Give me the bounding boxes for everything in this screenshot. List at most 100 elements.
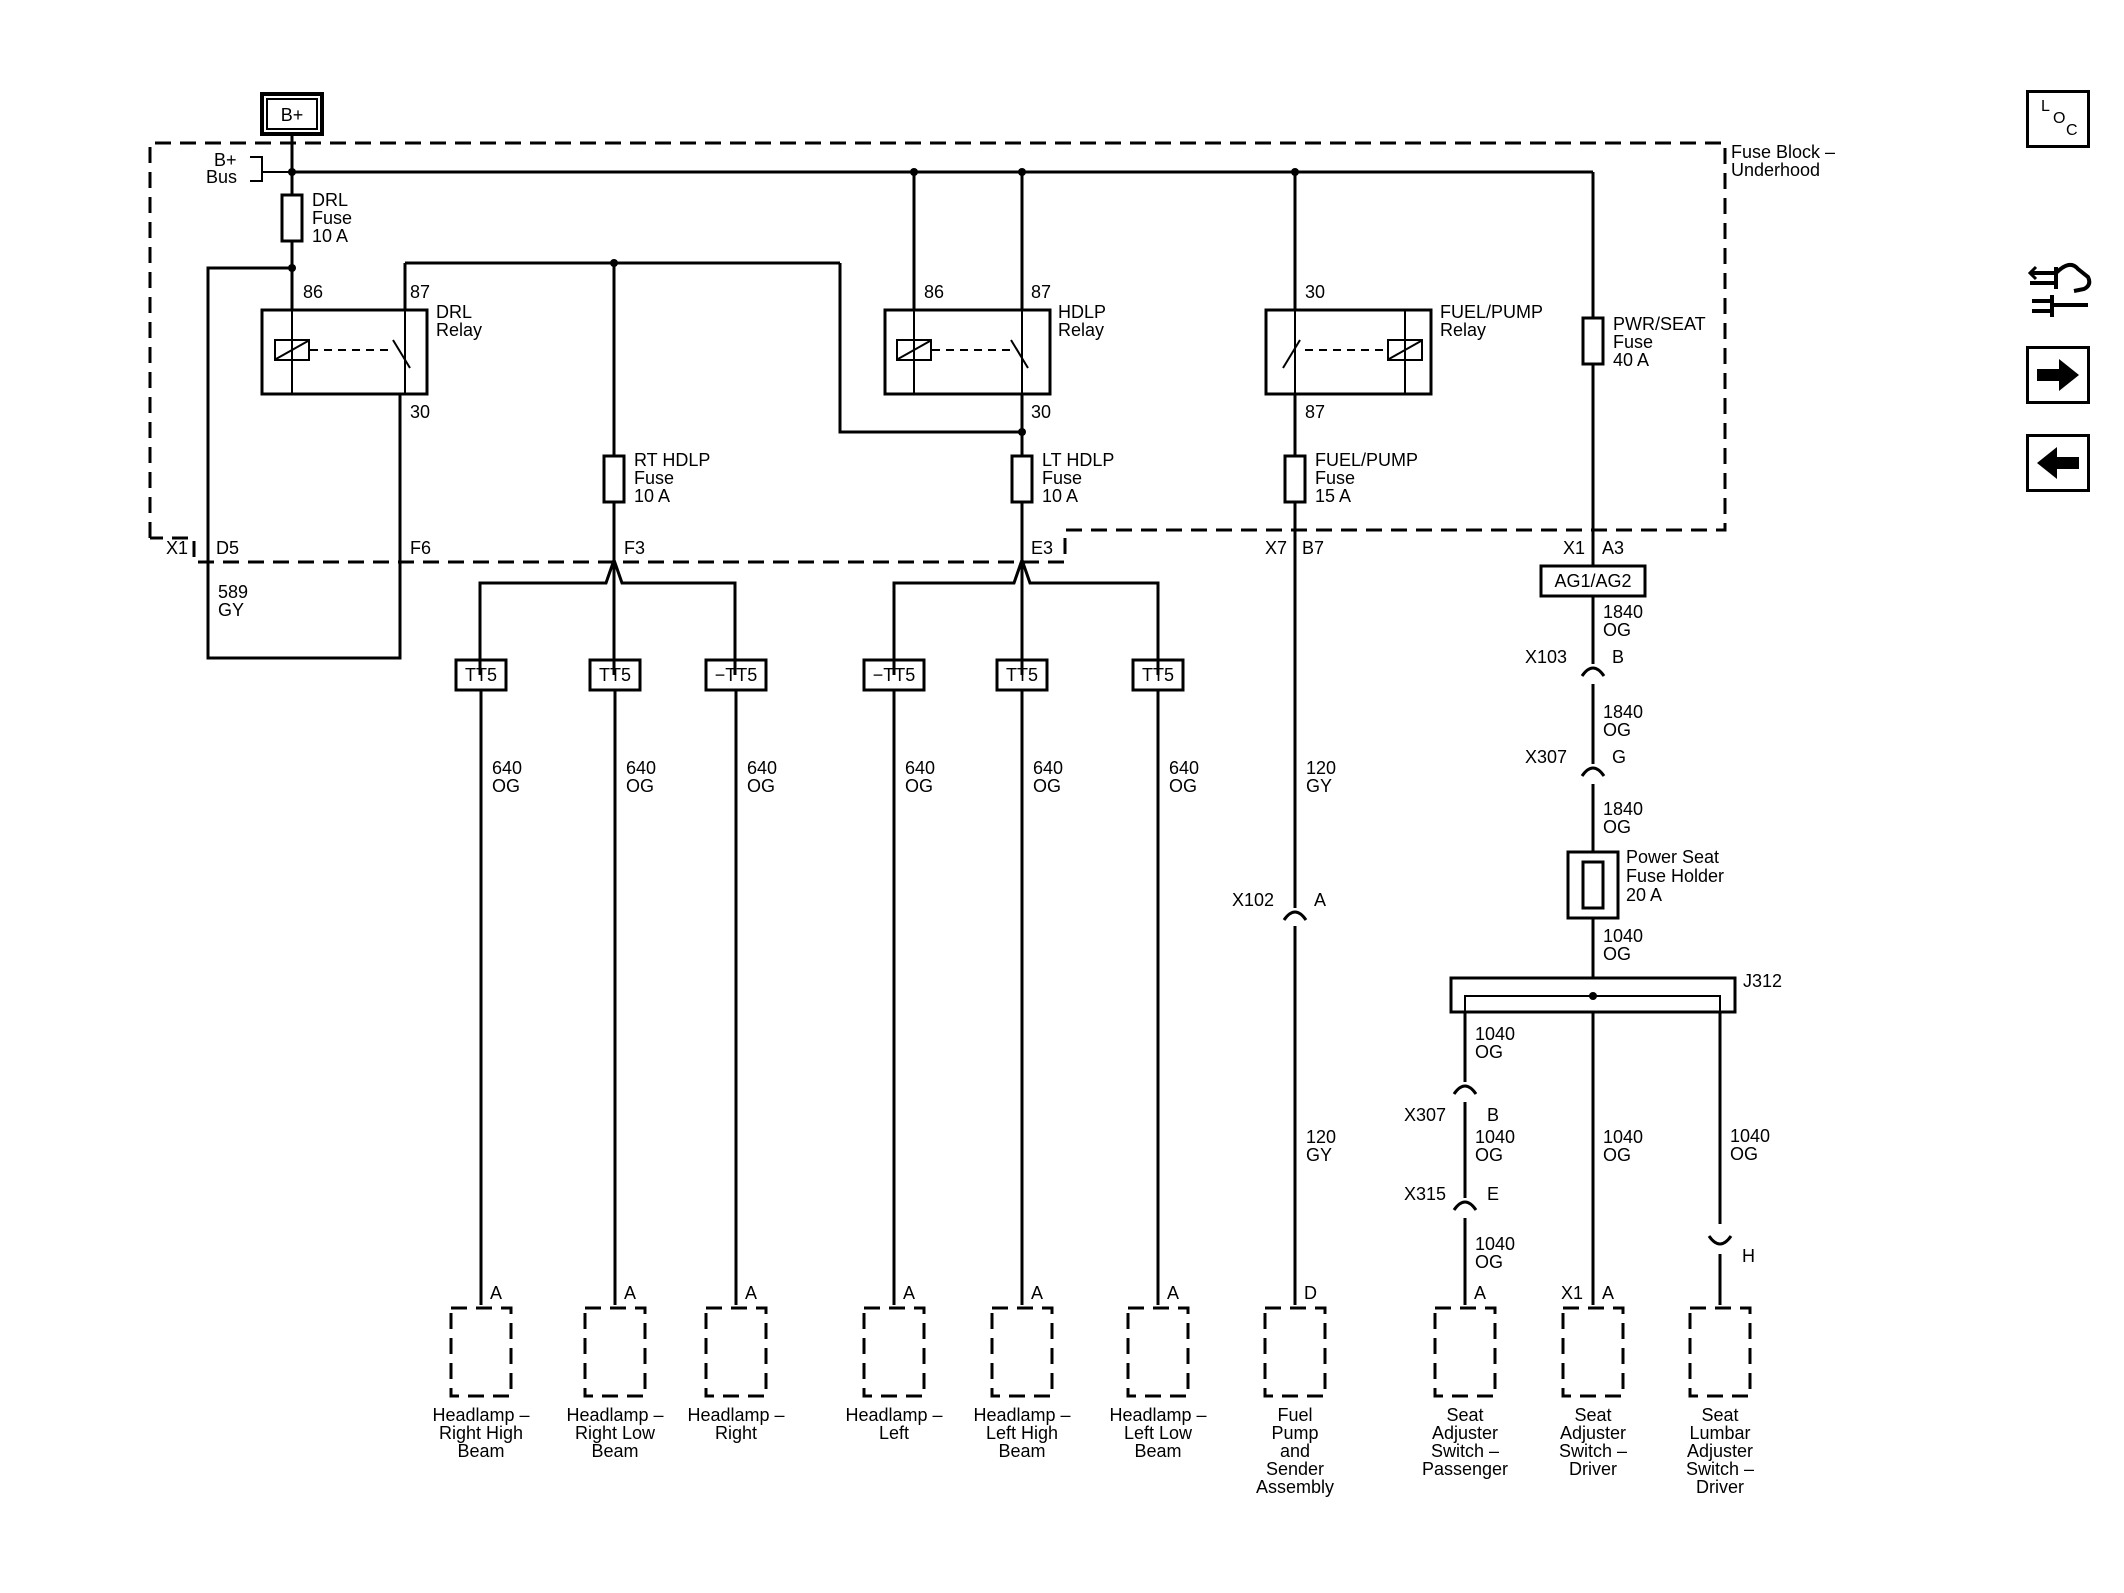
battery-source: B+: [260, 92, 324, 172]
svg-text:1040: 1040: [1475, 1127, 1515, 1147]
svg-text:Driver: Driver: [1569, 1459, 1617, 1479]
svg-text:1840: 1840: [1603, 799, 1643, 819]
svg-text:OG: OG: [1169, 776, 1197, 796]
svg-text:GY: GY: [1306, 1145, 1332, 1165]
svg-text:GY: GY: [1306, 776, 1332, 796]
svg-text:640: 640: [1169, 758, 1199, 778]
loc-button[interactable]: L O C: [2026, 90, 2090, 148]
svg-text:Beam: Beam: [457, 1441, 504, 1461]
svg-text:Fuse: Fuse: [634, 468, 674, 488]
headlamp-right-high-beam-label: Headlamp – Right High Beam: [432, 1405, 529, 1461]
svg-text:1040: 1040: [1475, 1024, 1515, 1044]
passenger-branch: 1040 OG X307 B 1040 OG X315 E 1040 OG: [1404, 1024, 1515, 1305]
svg-text:86: 86: [303, 282, 323, 302]
svg-text:Beam: Beam: [591, 1441, 638, 1461]
svg-text:A: A: [1031, 1283, 1043, 1303]
svg-text:OG: OG: [1730, 1144, 1758, 1164]
svg-text:X1: X1: [1563, 538, 1585, 558]
svg-text:FUEL/PUMP: FUEL/PUMP: [1315, 450, 1418, 470]
svg-text:L: L: [2041, 98, 2050, 115]
svg-text:Switch –: Switch –: [1431, 1441, 1499, 1461]
svg-text:Power Seat: Power Seat: [1626, 847, 1719, 867]
next-button[interactable]: [2026, 346, 2090, 404]
x1-connector-labels: X1 D5 F6 F3 E3 X7 B7 X1 A3: [166, 538, 1624, 558]
svg-text:Fuse: Fuse: [1613, 332, 1653, 352]
headlamp-right-label: Headlamp – Right: [687, 1405, 784, 1443]
svg-text:J312: J312: [1743, 971, 1782, 991]
svg-text:Beam: Beam: [998, 1441, 1045, 1461]
svg-text:X315: X315: [1404, 1184, 1446, 1204]
svg-text:TT5: TT5: [1142, 665, 1174, 685]
svg-text:Relay: Relay: [436, 320, 482, 340]
svg-text:H: H: [1742, 1246, 1755, 1266]
svg-text:OG: OG: [1603, 944, 1631, 964]
svg-text:HDLP: HDLP: [1058, 302, 1106, 322]
drl-return-wire: 589 GY: [206, 259, 840, 660]
svg-text:120: 120: [1306, 1127, 1336, 1147]
svg-text:OG: OG: [1475, 1252, 1503, 1272]
svg-text:AG1/AG2: AG1/AG2: [1554, 571, 1631, 591]
svg-text:X1: X1: [166, 538, 188, 558]
svg-text:Adjuster: Adjuster: [1687, 1441, 1753, 1461]
svg-text:GY: GY: [218, 600, 244, 620]
svg-text:10 A: 10 A: [1042, 486, 1078, 506]
splice-tt5-5: TT5: [995, 658, 1049, 692]
svg-text:87: 87: [1305, 402, 1325, 422]
svg-text:Headlamp –: Headlamp –: [687, 1405, 784, 1425]
svg-text:E: E: [1487, 1184, 1499, 1204]
headlamp-left-low-beam-label: Headlamp – Left Low Beam: [1109, 1405, 1206, 1461]
svg-text:OG: OG: [905, 776, 933, 796]
svg-text:Right High: Right High: [439, 1423, 523, 1443]
svg-text:Headlamp –: Headlamp –: [1109, 1405, 1206, 1425]
svg-text:120: 120: [1306, 758, 1336, 778]
svg-text:LT HDLP: LT HDLP: [1042, 450, 1114, 470]
svg-text:A: A: [624, 1283, 636, 1303]
splice-tt5-3: −TT5: [704, 658, 768, 692]
svg-text:DRL: DRL: [436, 302, 472, 322]
svg-text:A: A: [1167, 1283, 1179, 1303]
power-seat-fuse-holder: Power Seat Fuse Holder 20 A 1040 OG: [1566, 847, 1724, 978]
svg-text:Assembly: Assembly: [1256, 1477, 1334, 1497]
splice-tt5-4: −TT5: [862, 658, 926, 692]
svg-text:Headlamp –: Headlamp –: [973, 1405, 1070, 1425]
svg-text:RT HDLP: RT HDLP: [634, 450, 710, 470]
svg-text:Bus: Bus: [206, 167, 237, 187]
previous-button[interactable]: [2026, 434, 2090, 492]
svg-text:B7: B7: [1302, 538, 1324, 558]
svg-text:X102: X102: [1232, 890, 1274, 910]
svg-text:A3: A3: [1602, 538, 1624, 558]
lumbar-branch: H: [1707, 1235, 1755, 1305]
svg-text:10 A: 10 A: [312, 226, 348, 246]
svg-text:Underhood: Underhood: [1731, 160, 1820, 180]
splice-tt5-6: TT5: [1131, 658, 1185, 692]
seat-adjuster-passenger-label: Seat Adjuster Switch – Passenger: [1422, 1405, 1508, 1479]
svg-text:1040: 1040: [1730, 1126, 1770, 1146]
svg-text:O: O: [2053, 110, 2065, 127]
fuel-pump-fuse: FUEL/PUMP Fuse 15 A: [1283, 394, 1418, 908]
headlamp-left-label: Headlamp – Left: [845, 1405, 942, 1443]
svg-text:Fuse: Fuse: [1042, 468, 1082, 488]
svg-text:A: A: [490, 1283, 502, 1303]
component-labels: Headlamp – Right High Beam Headlamp – Ri…: [432, 1405, 1754, 1497]
svg-text:B+: B+: [214, 150, 237, 170]
svg-text:640: 640: [905, 758, 935, 778]
b-plus-bus: B+ Bus: [206, 150, 1593, 187]
svg-text:A: A: [1602, 1283, 1614, 1303]
svg-text:Fuel: Fuel: [1277, 1405, 1312, 1425]
fuel-pump-relay: 30 87 FUEL/PUMP Relay: [1264, 172, 1543, 422]
svg-text:OG: OG: [1603, 1145, 1631, 1165]
drl-to-hdlp-wire: [838, 263, 1026, 456]
svg-text:Pump: Pump: [1271, 1423, 1318, 1443]
svg-text:TT5: TT5: [465, 665, 497, 685]
svg-text:FUEL/PUMP: FUEL/PUMP: [1440, 302, 1543, 322]
svg-text:Seat: Seat: [1574, 1405, 1611, 1425]
svg-text:15 A: 15 A: [1315, 486, 1351, 506]
drl-relay: 86 87 30 DRL Relay: [260, 282, 482, 422]
svg-text:87: 87: [1031, 282, 1051, 302]
svg-text:Sender: Sender: [1266, 1459, 1324, 1479]
svg-text:30: 30: [1031, 402, 1051, 422]
svg-text:640: 640: [747, 758, 777, 778]
svg-text:F3: F3: [624, 538, 645, 558]
wiring-harness-icon[interactable]: [2026, 255, 2094, 325]
